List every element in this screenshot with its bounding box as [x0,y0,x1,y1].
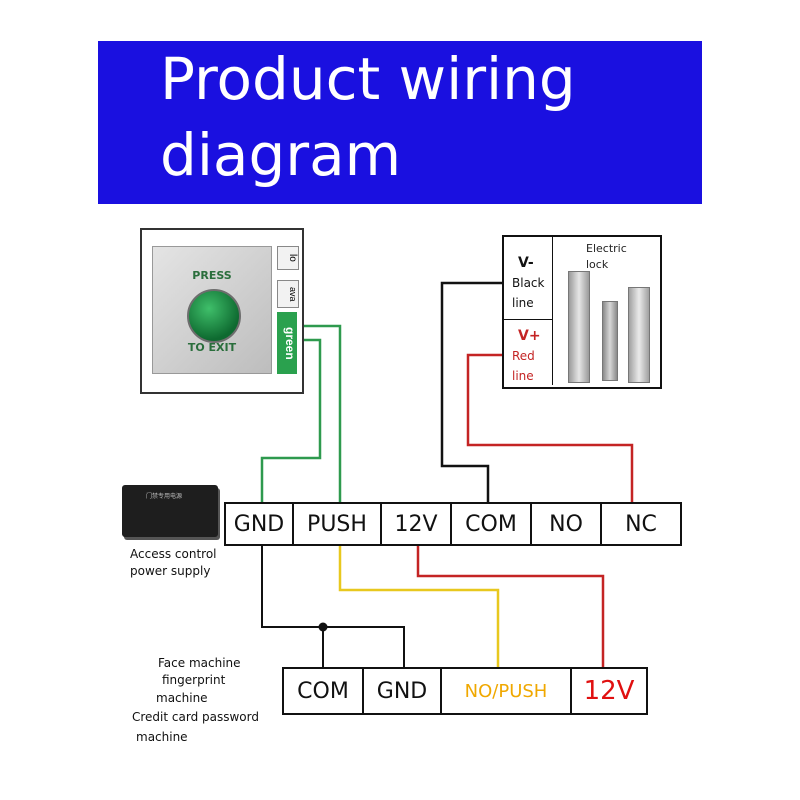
button-side-tag-1: lo [277,246,299,270]
lower-terminal-gnd: GND [362,667,442,715]
electric-lock-panel: V- Black line V+ Red line Electric lock [502,235,662,389]
device-label-line-2: fingerprint [162,673,226,687]
lower-terminal-push: NO/PUSH [440,667,572,715]
button-side-tag-green: green [277,312,297,374]
exit-button-panel: PRESS TO EXIT lo ava green [140,228,304,394]
lock-pos-wire-label: Red line [512,349,535,383]
magnetic-lock-icon [568,271,590,383]
lock-neg-label: V- [518,255,534,271]
lock-terminal-neg: V- Black line [504,237,553,320]
terminal-push: PUSH [292,502,382,546]
button-bottom-text: TO EXIT [187,341,237,354]
yellow-wire-push [338,544,500,667]
terminal-no: NO [530,502,602,546]
terminal-nc: NC [600,502,682,546]
red-wire-12v [416,544,605,667]
button-top-text: PRESS [192,269,232,282]
lower-terminal-12v: 12V [570,667,648,715]
side-label-green: green [283,326,297,360]
junction-dot [318,622,328,632]
terminal-com: COM [450,502,532,546]
upper-terminal-block: GND PUSH 12V COM NO NC [224,502,682,546]
armature-plate-icon [602,301,618,381]
device-label-line-5: machine [136,730,188,744]
green-wire-push [302,324,342,502]
terminal-gnd: GND [224,502,294,546]
lower-terminal-com: COM [282,667,364,715]
lock-neg-wire-label: Black line [512,276,545,310]
power-supply-icon: 门禁专用电源 [122,485,218,537]
power-supply-label: Access control power supply [130,547,217,578]
exit-button-cap[interactable] [187,289,241,343]
black-wire-gnd [261,544,405,667]
device-label-line-4: Credit card password [132,710,259,724]
lower-terminal-block: COM GND NO/PUSH 12V [282,667,648,715]
device-label-line-3: machine [156,691,208,705]
button-side-tag-2: ava [277,280,299,308]
green-wire-gnd [260,338,322,502]
black-wire-lock [440,281,503,502]
side-label-1: lo [287,254,298,262]
power-supply-device-text: 门禁专用电源 [146,494,183,500]
lock-title: Electric lock [586,242,627,271]
side-label-2: ava [288,286,298,302]
exit-button-plate: PRESS TO EXIT [152,246,272,374]
terminal-12v: 12V [380,502,452,546]
red-wire-lock [466,353,634,502]
device-label: Face machine fingerprint machine Credit … [130,654,290,747]
strike-lock-icon [628,287,650,383]
title-banner: Product wiring diagram [98,41,702,204]
lock-terminal-pos: V+ Red line [504,320,553,385]
device-label-line-1: Face machine [158,656,241,670]
page-title: Product wiring diagram [160,45,576,189]
lock-pos-label: V+ [518,328,541,344]
